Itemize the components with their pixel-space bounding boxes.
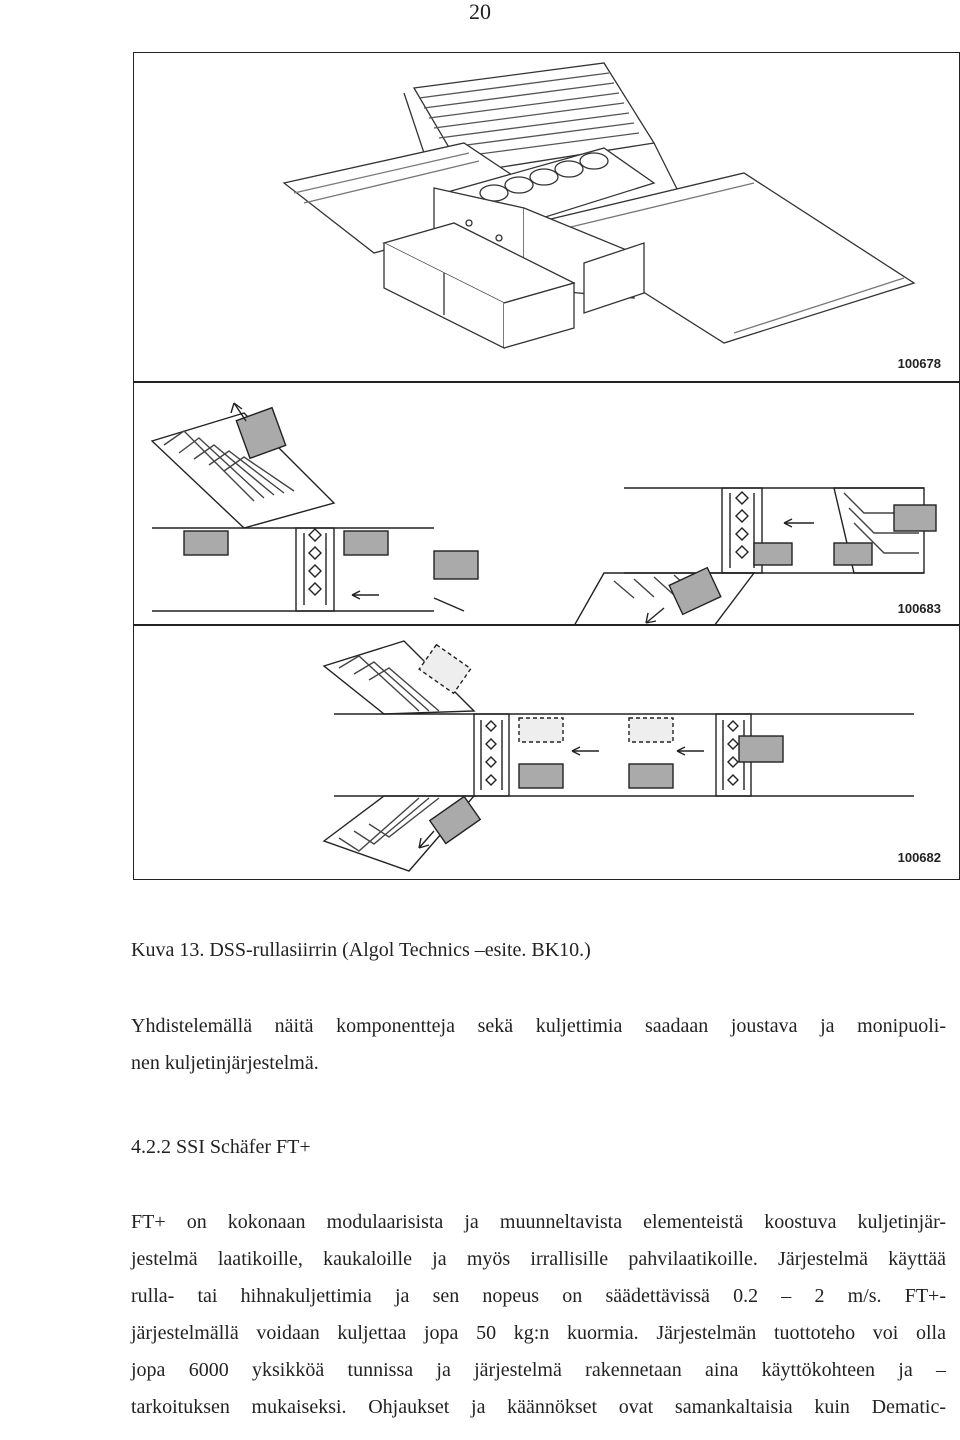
paragraph-line: jopa 6000 yksikköä tunnissa ja järjestel… — [131, 1359, 946, 1381]
page-number: 20 — [469, 0, 491, 24]
paragraph-line: nen kuljetinjärjestelmä. — [131, 1052, 319, 1074]
paragraph-line: FT+ on kokonaan modulaarisista ja muunne… — [131, 1211, 946, 1233]
figure-panel-merge-view: 100682 — [133, 625, 960, 880]
section-heading: 4.2.2 SSI Schäfer FT+ — [131, 1136, 311, 1158]
paragraph-ft-plus: FT+ on kokonaan modulaarisista ja muunne… — [131, 1204, 946, 1426]
figure-panel-divert-views: 100683 — [133, 382, 960, 625]
divert-topview-drawing — [150, 402, 937, 624]
paragraph-line: tarkoituksen mukaiseksi. Ohjaukset ja kä… — [131, 1396, 946, 1418]
figure-id-label: 100678 — [897, 356, 941, 371]
merge-topview-drawing — [322, 640, 914, 872]
isometric-transfer-drawing — [282, 62, 916, 350]
figure-id-label: 100683 — [897, 601, 941, 616]
figure-dss-roller-transfer: 100678 — [133, 52, 960, 880]
figure-panel-isometric: 100678 — [133, 52, 960, 382]
paragraph-intro: Yhdistelemällä näitä komponentteja sekä … — [131, 1008, 946, 1082]
figure-id-label: 100682 — [897, 850, 941, 865]
paragraph-line: jestelmä laatikoille, kaukaloille ja myö… — [131, 1248, 946, 1270]
paragraph-line: rulla- tai hihnakuljettimia ja sen nopeu… — [131, 1285, 946, 1307]
paragraph-line: järjestelmällä voidaan kuljettaa jopa 50… — [131, 1322, 946, 1344]
figure-caption: Kuva 13. DSS-rullasiirrin (Algol Technic… — [131, 939, 591, 961]
paragraph-line: Yhdistelemällä näitä komponentteja sekä … — [131, 1015, 946, 1037]
